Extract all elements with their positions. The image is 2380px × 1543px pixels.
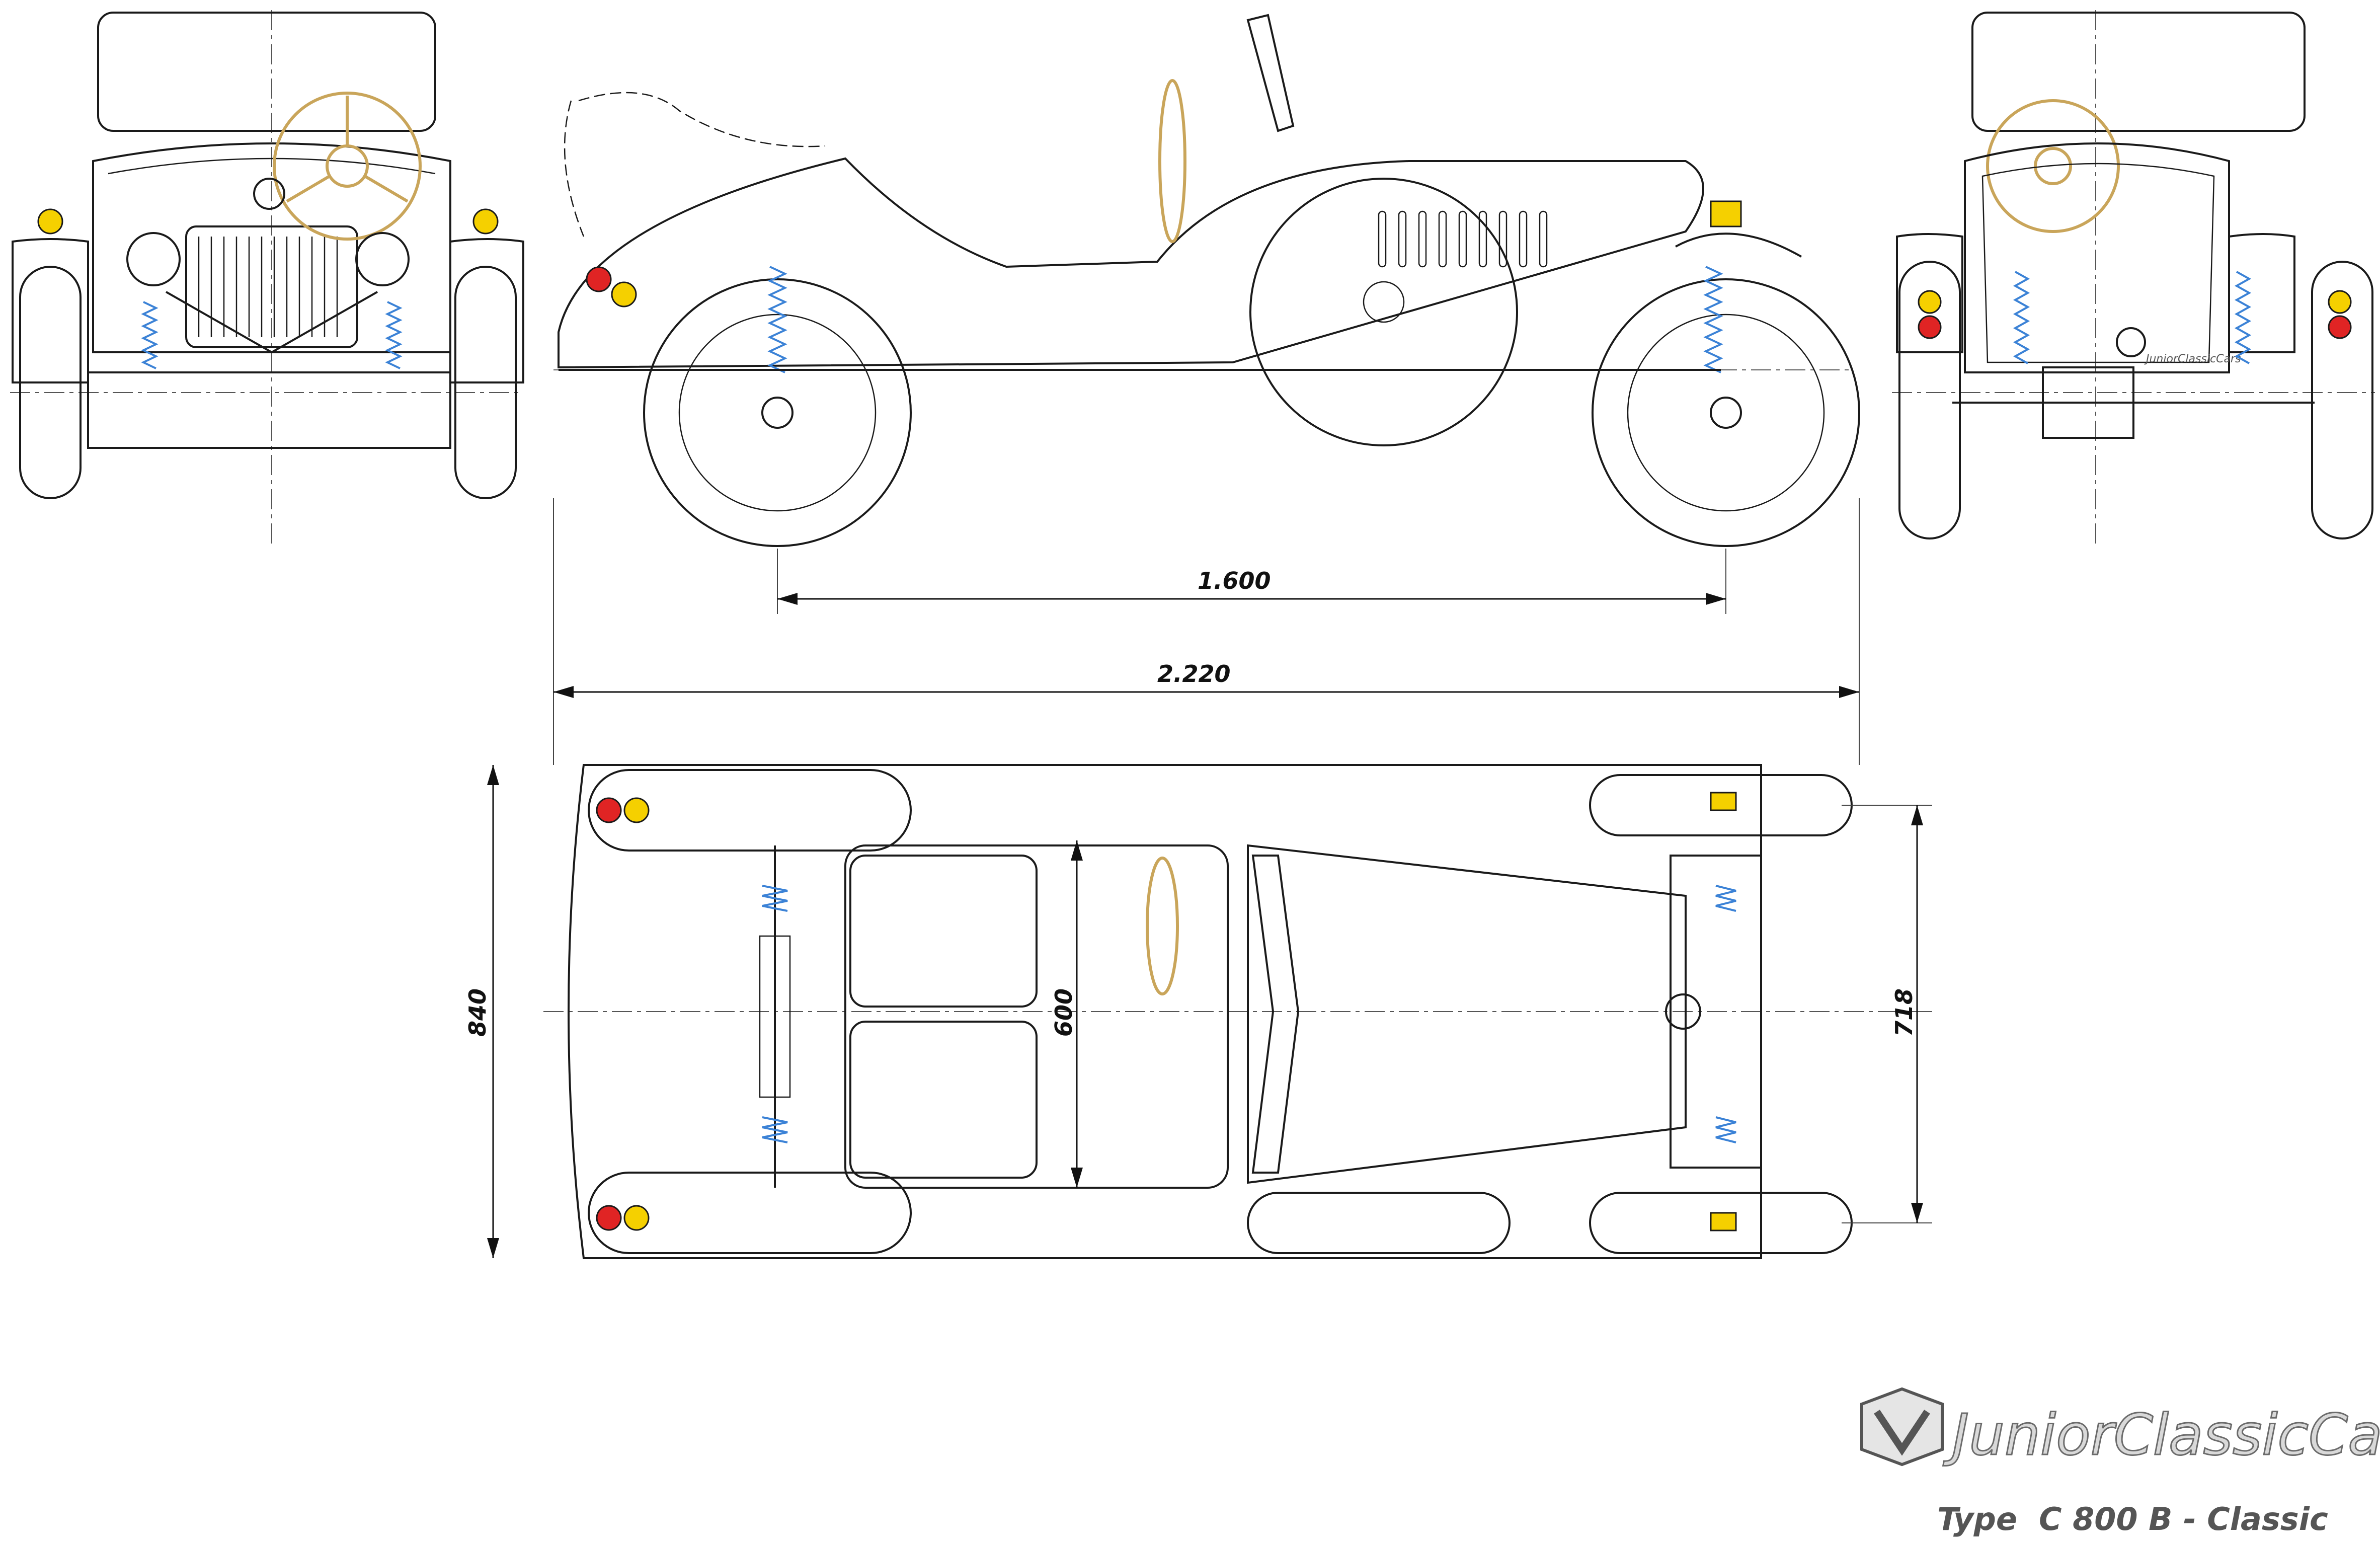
interior-width-label: 600	[1050, 988, 1077, 1037]
model-type: Type C 800 B - Classic	[1937, 1501, 2328, 1537]
brand-name: JuniorClassicCars	[1943, 1403, 2380, 1468]
top-view	[543, 764, 1937, 1259]
wheelbase-label: 1.600	[1198, 567, 1271, 594]
front-view	[10, 10, 524, 544]
rear-view: JuniorClassicCars	[1892, 10, 2375, 544]
dimension-lines	[487, 498, 1932, 1258]
rear-badge-text: JuniorClassicCars	[2144, 353, 2241, 365]
track-width-label: 718	[1890, 988, 1918, 1037]
brand-logo	[1860, 1387, 1944, 1467]
v-logo-icon	[1874, 1410, 1930, 1456]
overall-width-label: 840	[464, 988, 491, 1037]
side-view	[553, 14, 1860, 547]
overall-length-label: 2.220	[1157, 660, 1231, 687]
